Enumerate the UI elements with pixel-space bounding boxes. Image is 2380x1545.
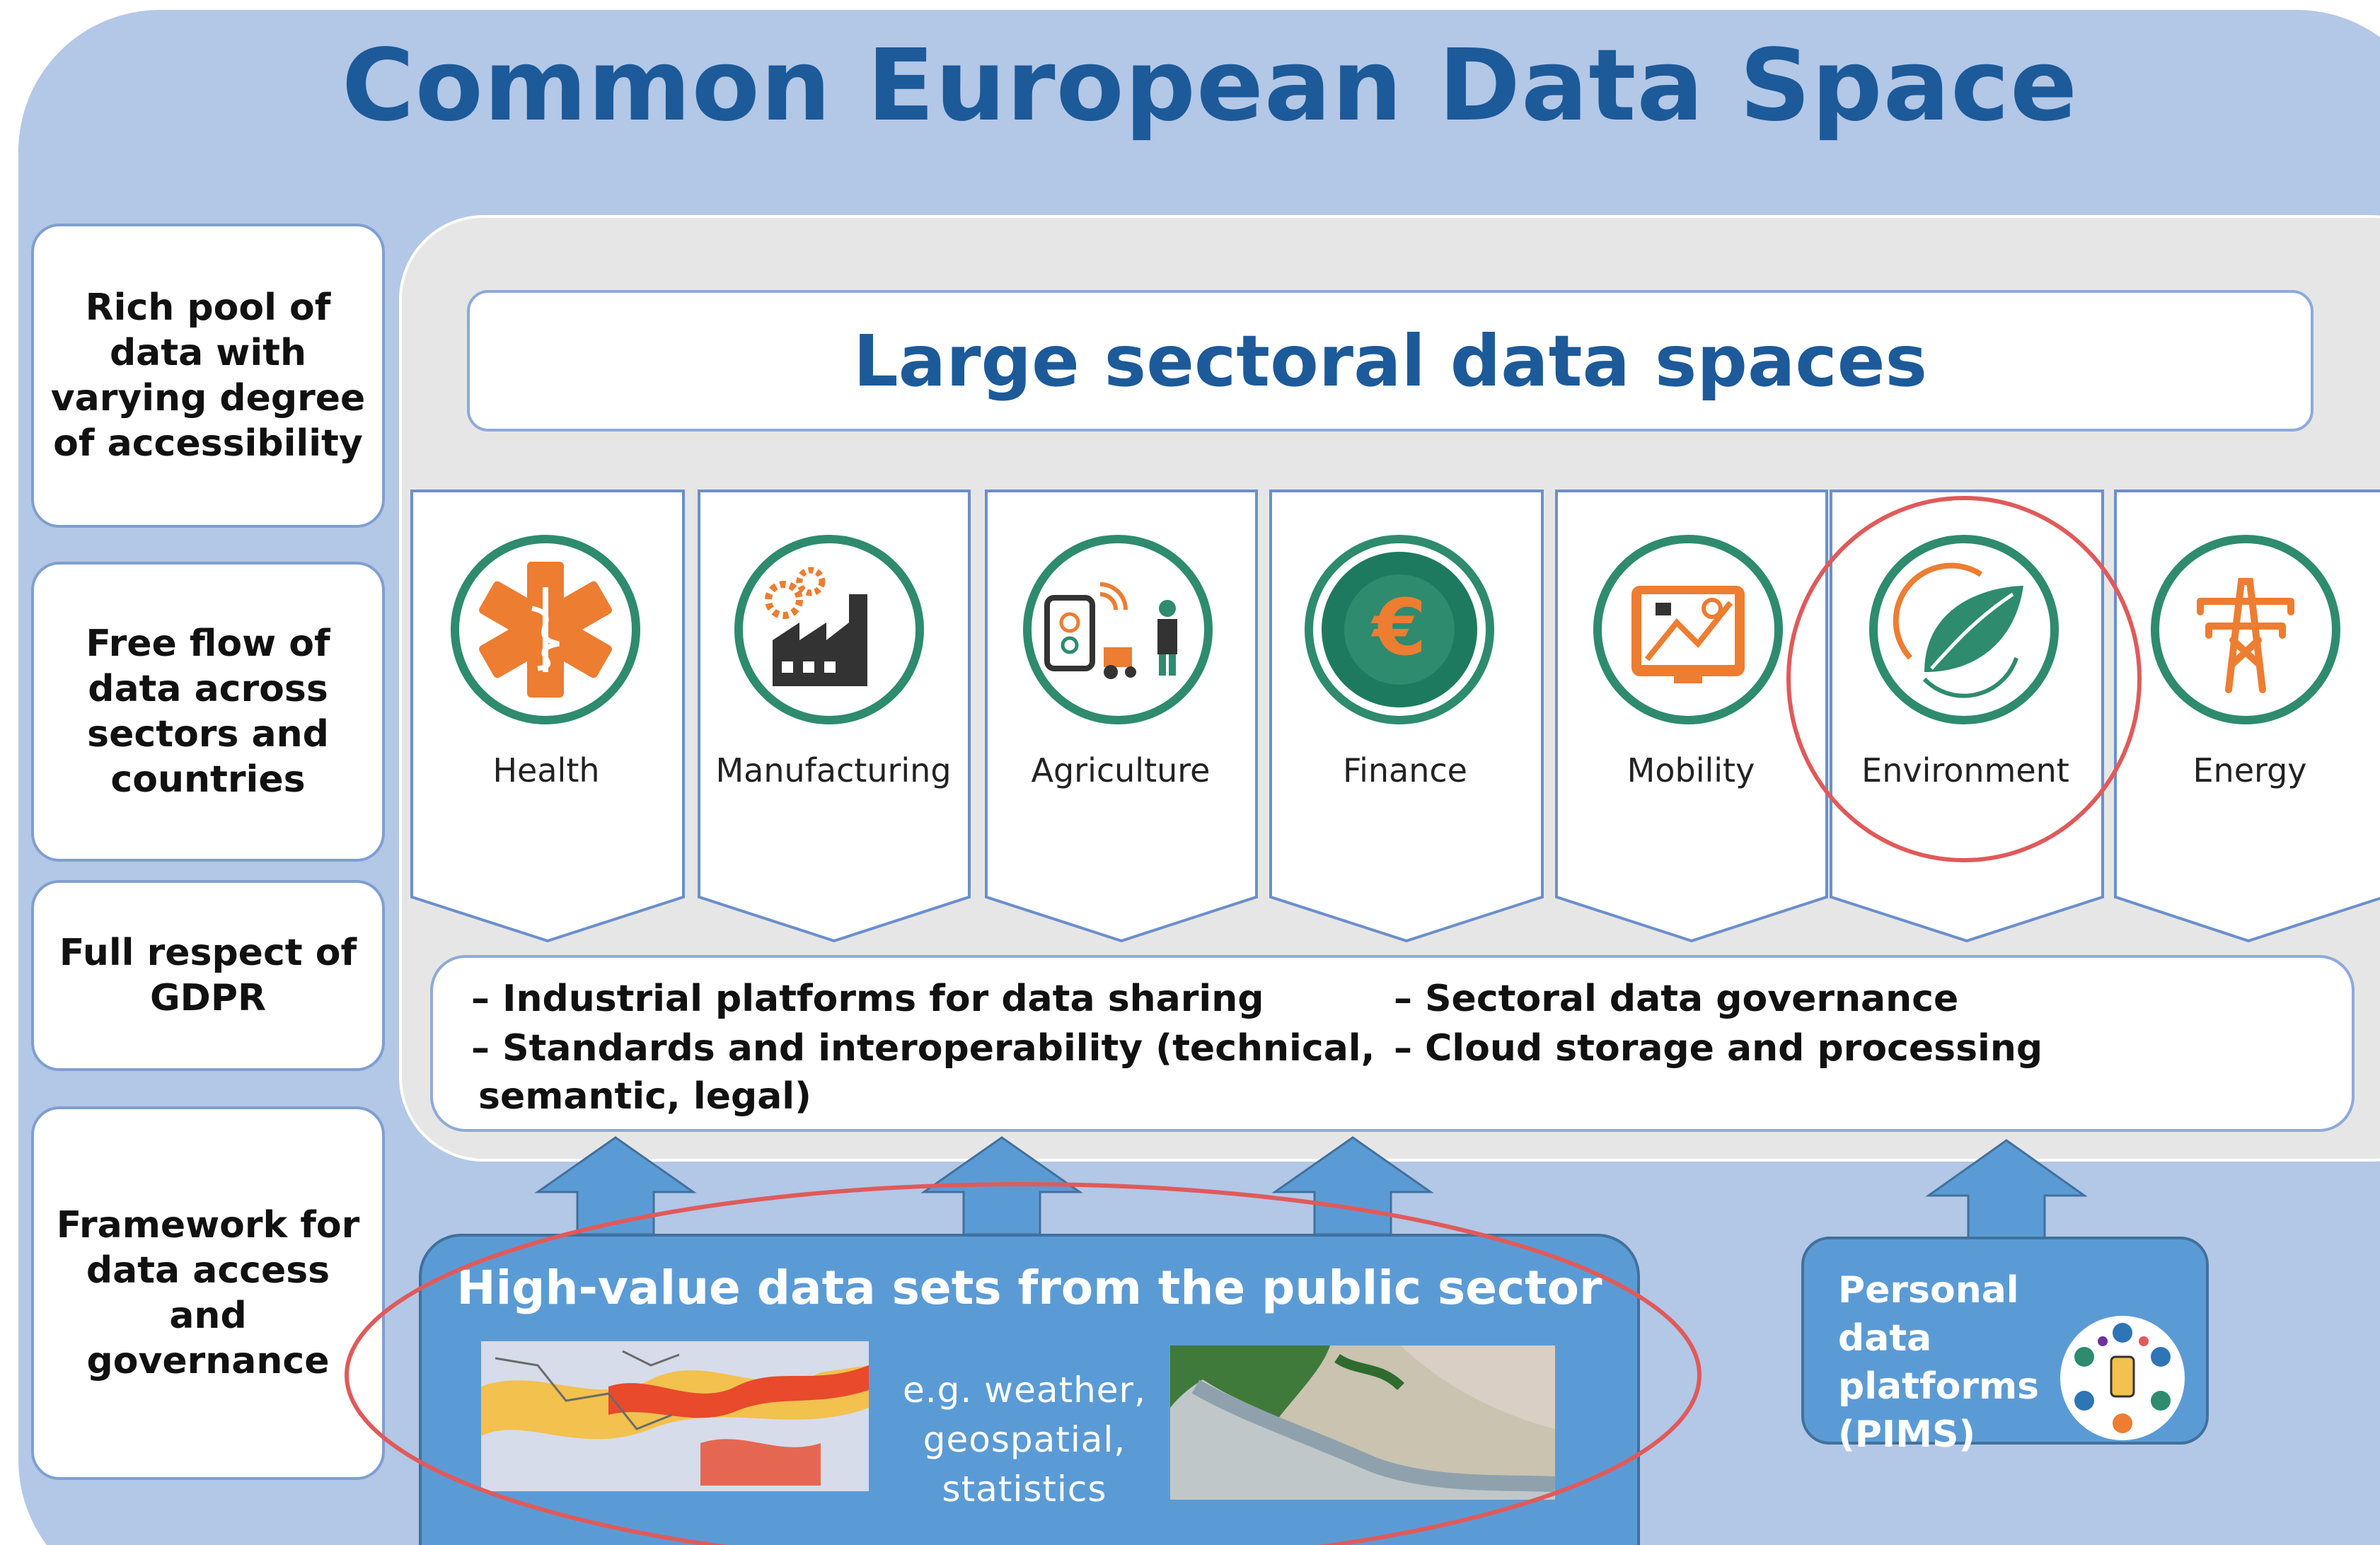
arrow-up-1 — [534, 1136, 697, 1236]
power-pylon-icon — [2151, 535, 2340, 724]
feature-cloud-storage: – Cloud storage and processing — [1394, 1027, 2043, 1070]
pillar-health — [410, 490, 685, 943]
left-box-rich-pool: Rich pool of data with varying degree of… — [31, 224, 385, 528]
feature-standards: – Standards and interoperability (techni… — [471, 1027, 1375, 1070]
personal-data-network-icon — [2060, 1316, 2185, 1440]
high-value-title: High-value data sets from the public sec… — [456, 1261, 1602, 1315]
pillar-manufacturing — [698, 490, 971, 943]
weather-map-image — [481, 1341, 869, 1491]
sector-label-finance: Finance — [1343, 751, 1467, 789]
pillar-agriculture — [985, 490, 1258, 943]
left-box-framework: Framework for data access and governance — [31, 1106, 385, 1480]
pillar-energy — [2114, 490, 2380, 943]
high-value-examples: e.g. weather, geospatial, statistics — [903, 1370, 1146, 1510]
factory-icon — [734, 535, 924, 724]
leaf-icon — [1869, 535, 2059, 724]
svg-text:€: € — [1370, 582, 1427, 673]
feature-industrial-platforms: – Industrial platforms for data sharing — [471, 978, 1264, 1020]
sector-label-agriculture: Agriculture — [1031, 751, 1211, 789]
sector-label-health: Health — [492, 751, 600, 789]
highlight-public-sector-ellipse — [345, 1182, 1702, 1545]
feature-sectoral-governance: – Sectoral data governance — [1394, 978, 1959, 1020]
sector-label-energy: Energy — [2193, 751, 2307, 789]
left-box-free-flow: Free flow of data across sectors and cou… — [31, 562, 385, 862]
features-box — [430, 955, 2355, 1132]
map-tablet-icon — [1593, 535, 1783, 724]
pillar-mobility — [1555, 490, 1828, 943]
arrow-up-3 — [1271, 1136, 1434, 1236]
sectoral-title: Large sectoral data spaces — [467, 290, 2313, 432]
pillar-environment — [1830, 490, 2104, 943]
pillar-finance: € — [1269, 490, 1544, 943]
geospatial-satellite-image — [1170, 1346, 1556, 1500]
health-icon — [451, 535, 640, 724]
main-title: Common European Data Space — [341, 28, 2079, 144]
agriculture-icon — [1023, 535, 1213, 724]
sector-label-mobility: Mobility — [1627, 751, 1755, 789]
sector-label-manufacturing: Manufacturing — [715, 751, 952, 789]
highlight-environment-circle — [1786, 496, 2142, 862]
sector-label-environment: Environment — [1861, 751, 2069, 789]
feature-standards-cont: semantic, legal) — [478, 1075, 811, 1118]
arrow-up-4 — [1925, 1139, 2088, 1239]
euro-icon: € — [1305, 535, 1494, 724]
pims-label: Personal data platforms (PIMS) — [1838, 1269, 2040, 1456]
left-box-gdpr: Full respect of GDPR — [31, 880, 385, 1071]
